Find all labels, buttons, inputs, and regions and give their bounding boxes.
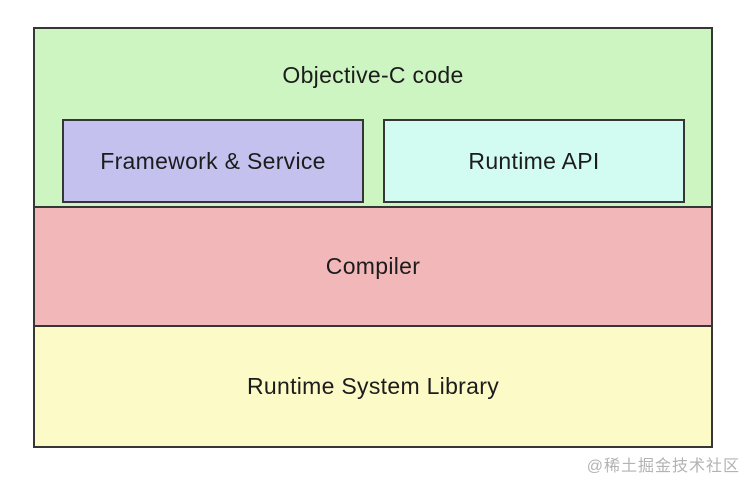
box-label-runtime-api: Runtime API	[468, 147, 600, 174]
layer-runtime-system-library: Runtime System Library	[35, 325, 711, 446]
layer-label-objective-c-code: Objective-C code	[282, 62, 464, 88]
box-label-framework-service: Framework & Service	[100, 147, 326, 174]
layer-label-runtime-system-library: Runtime System Library	[246, 373, 499, 399]
box-runtime-api: Runtime API	[383, 119, 685, 203]
inner-boxes-row: Framework & Service Runtime API	[62, 119, 685, 203]
architecture-stack: Objective-C code Framework & Service Run…	[33, 27, 713, 448]
watermark: @稀土掘金技术社区	[586, 458, 740, 475]
layer-compiler: Compiler	[35, 206, 711, 325]
box-framework-service: Framework & Service	[62, 119, 364, 203]
layer-label-compiler: Compiler	[325, 253, 421, 279]
layer-objective-c-code: Objective-C code Framework & Service Run…	[35, 29, 711, 206]
